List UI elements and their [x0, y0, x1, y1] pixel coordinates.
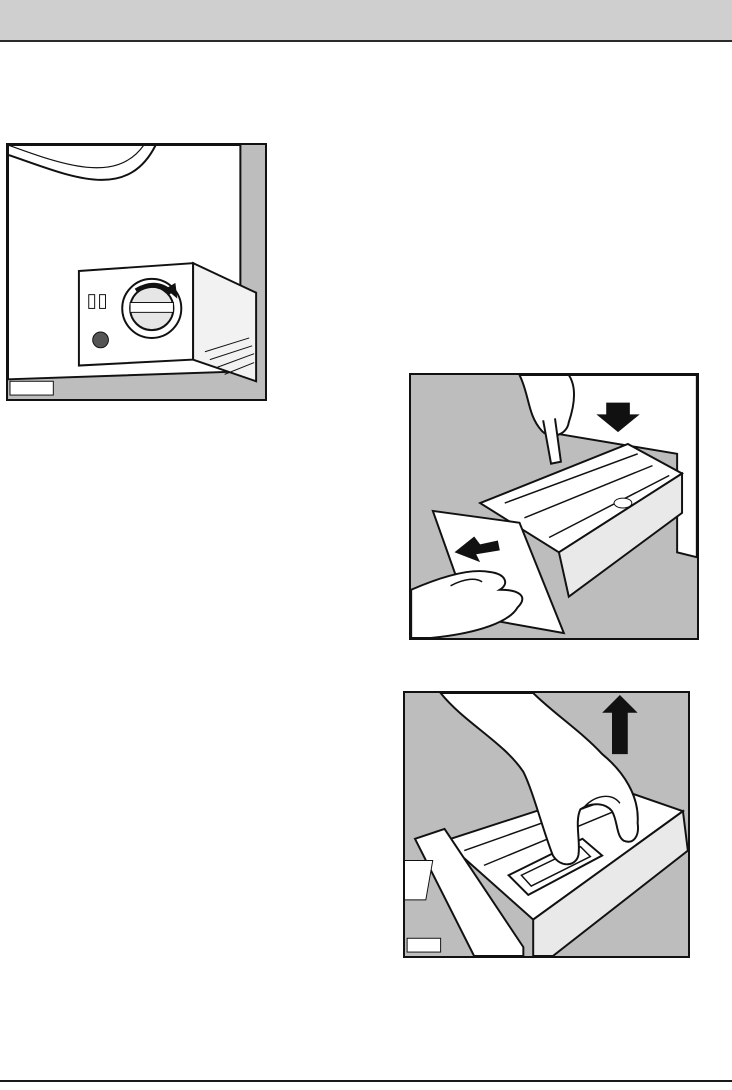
page-footer-rule	[0, 1080, 732, 1082]
siphon-removal-illustration	[405, 693, 688, 956]
figure-siphon-removal	[403, 691, 690, 958]
drawer-release-illustration	[411, 375, 697, 638]
figure-pump-filter	[6, 143, 267, 401]
pump-filter-illustration	[8, 145, 265, 399]
figure-drawer-release	[409, 373, 699, 640]
page-header-bar	[0, 0, 732, 42]
